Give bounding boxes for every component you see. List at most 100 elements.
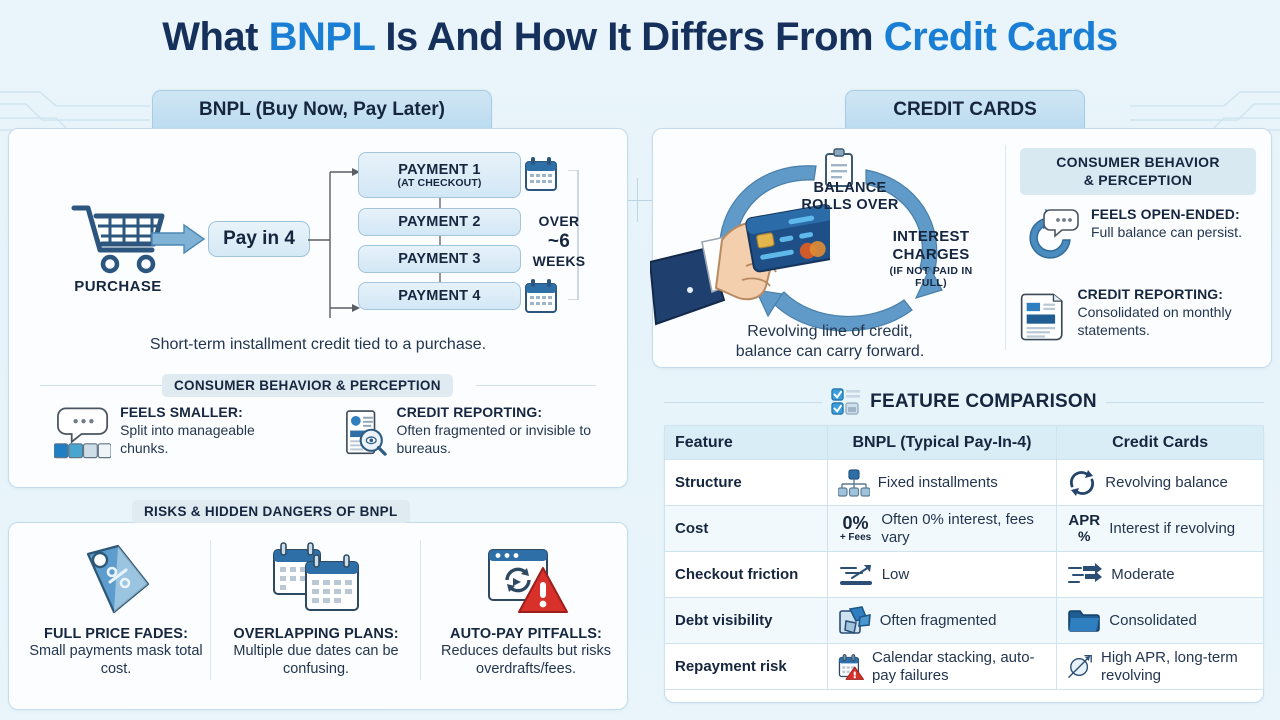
cell-cc-repayment: High APR, long-term revolving <box>1056 643 1264 690</box>
credit-cards-panel-divider <box>1005 145 1006 350</box>
section-tab-row: BNPL (Buy Now, Pay Later) CREDIT CARDS <box>0 90 1280 222</box>
cc-behavior-heading-2: CREDIT REPORTING: <box>1077 286 1224 302</box>
revolving-arrows-icon <box>1070 469 1095 496</box>
clipboard-cycle-icon <box>825 148 853 187</box>
interest-label-line-2: CHARGES <box>892 245 970 263</box>
cell-bnpl-checkout: Low <box>826 551 1058 598</box>
duration-bracket <box>568 170 579 300</box>
cc-behavior-body-2: Consolidated on monthly statements. <box>1077 303 1232 338</box>
row-feature-structure: Structure <box>664 459 828 506</box>
cell-bnpl-debt-text: Often fragmented <box>879 611 997 629</box>
cc-behavior-item-feels-open-ended: FEELS OPEN-ENDED: Full balance can persi… <box>1020 206 1264 268</box>
arrows-lines-icon <box>1068 562 1103 583</box>
bnpl-behavior-text-1: FEELS SMALLER: Split into manageable chu… <box>120 404 304 462</box>
payment-box-4: PAYMENT 4 <box>358 282 521 310</box>
risk-card-overlapping-plans: OVERLAPPING PLANS: Multiple due dates ca… <box>218 534 414 679</box>
bnpl-behavior-item-credit-reporting: CREDIT REPORTING: Often fragmented or in… <box>342 404 602 462</box>
apr-sub: % <box>1078 528 1091 545</box>
table-row: Cost 0% + Fees Often 0% interest, fees v… <box>664 505 1264 552</box>
behavior-rule-right <box>476 385 596 386</box>
cell-cc-cost-text: Interest if revolving <box>1109 519 1236 537</box>
autopay-warning-icon <box>488 549 568 613</box>
duration-line-2: ~6 <box>547 231 571 253</box>
zero-percent-sub: + Fees <box>839 532 872 543</box>
row-feature-cost: Cost <box>664 505 828 552</box>
cc-behavior-badge: CONSUMER BEHAVIOR & PERCEPTION <box>1020 148 1256 195</box>
title-part-1: What <box>162 15 269 59</box>
checklist-icon <box>831 388 861 415</box>
statement-icon <box>1020 293 1063 341</box>
interest-label-line-1: INTEREST <box>892 228 970 245</box>
risk-separator-2 <box>420 540 421 680</box>
shopping-cart-icon <box>71 205 165 274</box>
cell-cc-structure-text: Revolving balance <box>1105 473 1228 491</box>
cc-behavior-badge-line-2: & PERCEPTION <box>1083 171 1193 188</box>
title-part-2: Is And How It Differs From <box>374 15 884 59</box>
payment-label-1: PAYMENT 1 <box>398 161 481 178</box>
calendar-icon-bottom <box>525 279 557 313</box>
zero-percent-main: 0% <box>842 513 869 533</box>
payment-label-3: PAYMENT 3 <box>398 251 481 267</box>
cell-bnpl-repayment-text: Calendar stacking, auto-pay failures <box>871 648 1035 684</box>
table-row: Repayment risk Calendar stacking, auto-p… <box>664 643 1264 690</box>
payment-box-2: PAYMENT 2 <box>358 208 521 236</box>
risk-heading-2: OVERLAPPING PLANS: <box>233 626 399 642</box>
cc-behavior-heading-1: FEELS OPEN-ENDED: <box>1091 206 1240 222</box>
tab-divider-tick <box>637 178 638 222</box>
credit-cycle-caption: Revolving line of credit, balance can ca… <box>660 322 1000 362</box>
refresh-speech-icon <box>1029 208 1079 259</box>
apr-main: APR <box>1068 512 1101 530</box>
behavior-rule-left <box>40 385 162 386</box>
bnpl-behavior-heading-1: FEELS SMALLER: <box>120 404 243 420</box>
apr-percent-icon: APR % <box>1067 513 1101 543</box>
price-tag-icon <box>86 544 150 614</box>
flow-arrow-purchase-to-payin4 <box>151 223 206 255</box>
table-row: Debt visibility Often fragmented Consoli… <box>664 597 1264 644</box>
bnpl-behavior-body-2: Often fragmented or invisible to bureaus… <box>396 421 592 456</box>
folder-icon <box>1068 609 1101 632</box>
feature-comparison-table: Feature BNPL (Typical Pay-In-4) Credit C… <box>664 425 1264 690</box>
cell-cc-repayment-text: High APR, long-term revolving <box>1100 648 1238 684</box>
purchase-block: PURCHASE <box>38 198 198 295</box>
tab-bnpl[interactable]: BNPL (Buy Now, Pay Later) <box>152 90 492 128</box>
duration-label: OVER ~6 WEEKS <box>528 213 590 270</box>
risk-body-2: Multiple due dates can be confusing. <box>233 643 399 678</box>
cell-bnpl-cost-text: Often 0% interest, fees vary <box>881 510 1034 546</box>
cc-behavior-text-1: FEELS OPEN-ENDED: Full balance can persi… <box>1091 206 1242 268</box>
bnpl-behavior-body-1: Split into manageable chunks. <box>120 421 255 456</box>
cell-bnpl-cost: 0% + Fees Often 0% interest, fees vary <box>826 505 1058 552</box>
zero-percent-icon: 0% + Fees <box>838 514 874 543</box>
payment-box-1: PAYMENT 1 (AT CHECKOUT) <box>358 152 521 198</box>
bnpl-flow-caption: Short-term installment credit tied to a … <box>149 336 487 353</box>
payment-box-3: PAYMENT 3 <box>358 245 521 273</box>
balance-label-line-1: BALANCE <box>813 180 887 196</box>
cell-bnpl-checkout-text: Low <box>881 565 910 583</box>
bnpl-flow-panel <box>8 128 628 488</box>
balance-rolls-over-label: BALANCE ROLLS OVER <box>785 180 915 215</box>
cell-bnpl-debt: Often fragmented <box>826 597 1058 644</box>
fast-lines-icon <box>839 564 872 585</box>
col-header-credit-cards: Credit Cards <box>1056 425 1264 460</box>
rising-gauge-icon <box>1068 654 1093 678</box>
tab-credit-cards[interactable]: CREDIT CARDS <box>845 90 1085 128</box>
credit-cycle-caption-line-1: Revolving line of credit, <box>747 323 913 340</box>
cc-behavior-item-credit-reporting: CREDIT REPORTING: Consolidated on monthl… <box>1020 286 1270 348</box>
calendar-icon-top <box>525 157 557 191</box>
col-header-bnpl: BNPL (Typical Pay-In-4) <box>826 425 1058 460</box>
payment-label-4: PAYMENT 4 <box>398 288 481 304</box>
bnpl-behavior-item-feels-smaller: FEELS SMALLER: Split into manageable chu… <box>54 404 304 462</box>
cell-cc-debt-text: Consolidated <box>1109 611 1197 629</box>
cell-cc-structure: Revolving balance <box>1056 459 1264 506</box>
table-row: Structure Fixed installments <box>664 459 1264 506</box>
row-feature-repayment-risk: Repayment risk <box>664 643 828 690</box>
cc-behavior-text-2: CREDIT REPORTING: Consolidated on monthl… <box>1077 286 1270 348</box>
pay-in-4-box: Pay in 4 <box>208 221 310 257</box>
title-highlight-bnpl: BNPL <box>268 15 376 59</box>
flow-connector-lines <box>308 168 360 318</box>
bnpl-behavior-heading-2: CREDIT REPORTING: <box>396 404 543 420</box>
risk-body-1: Small payments mask total cost. <box>29 643 203 678</box>
duration-line-1: OVER <box>538 213 580 229</box>
table-header-row: Feature BNPL (Typical Pay-In-4) Credit C… <box>664 425 1264 460</box>
cell-cc-checkout-text: Moderate <box>1111 565 1175 583</box>
interest-charges-label: INTEREST CHARGES (IF NOT PAID IN FULL) <box>872 228 990 289</box>
